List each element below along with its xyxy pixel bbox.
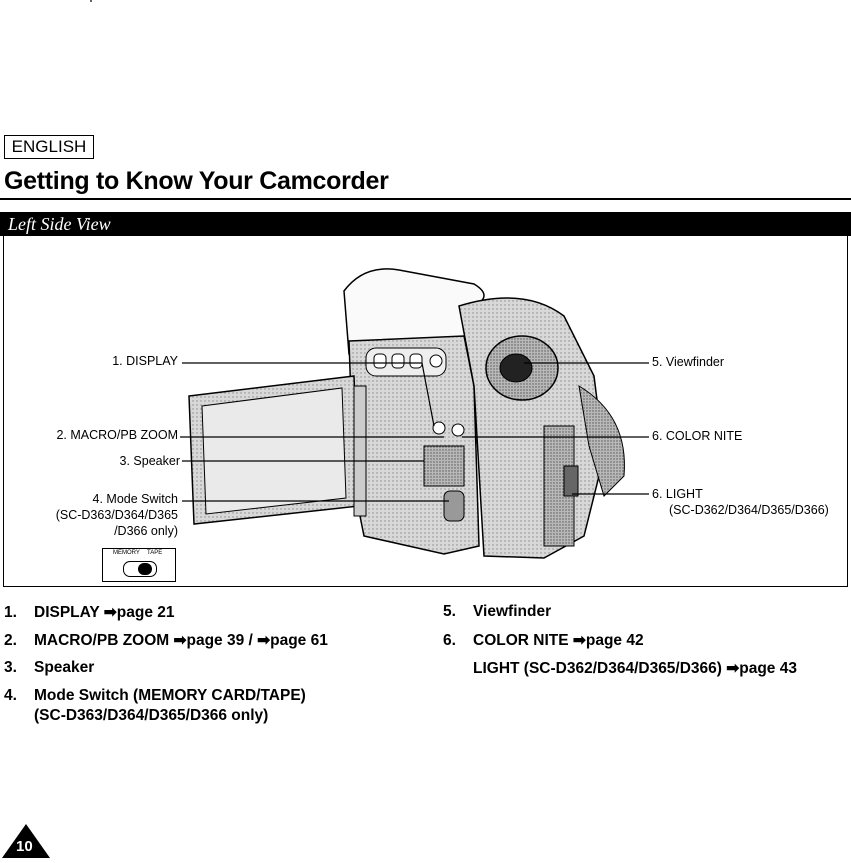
callout-mode-switch: 4. Mode Switch — [92, 492, 178, 506]
list-item: 4.Mode Switch (MEMORY CARD/TAPE) — [4, 687, 306, 704]
callout-viewfinder: 5. Viewfinder — [652, 355, 725, 369]
list-item: 3.Speaker — [4, 659, 95, 676]
callout-light-models: (SC-D362/D364/D365/D366) — [669, 503, 829, 517]
list-item: 6.COLOR NITE ➡page 42 — [443, 632, 644, 649]
list-item: 2.MACRO/PB ZOOM ➡page 39 / ➡page 61 — [4, 632, 328, 649]
page-title: Getting to Know Your Camcorder — [4, 167, 389, 195]
list-item: 1.DISPLAY ➡page 21 — [4, 604, 175, 621]
title-divider — [0, 198, 851, 200]
switch-label-tape: TAPE — [147, 550, 163, 556]
switch-label-memory: MEMORY — [113, 550, 140, 556]
callout-macro-pb-zoom: 2. MACRO/PB ZOOM — [56, 428, 178, 442]
camcorder-illustration — [180, 268, 649, 559]
list-item: (SC-D363/D364/D365/D366 only) — [34, 707, 269, 724]
section-title: Left Side View — [8, 214, 111, 234]
callout-mode-switch-only: /D366 only) — [114, 524, 178, 538]
callout-light: 6. LIGHT — [652, 487, 703, 501]
language-label: ENGLISH — [4, 135, 94, 159]
callout-speaker: 3. Speaker — [119, 454, 180, 468]
camcorder-figure: 1. DISPLAY 2. MACRO/PB ZOOM 3. Speaker 4… — [3, 236, 848, 587]
callout-mode-switch-models: (SC-D363/D364/D365 — [55, 508, 178, 522]
stray-mark — [90, 0, 92, 2]
triangle-icon — [2, 824, 50, 858]
callout-display: 1. DISPLAY — [112, 354, 178, 368]
list-item: LIGHT (SC-D362/D364/D365/D366) ➡page 43 — [473, 660, 797, 677]
section-header: Left Side View — [0, 212, 851, 236]
mode-switch-inset: MEMORY TAPE — [102, 548, 176, 582]
callout-color-nite: 6. COLOR NITE — [652, 429, 743, 443]
list-item: 5.Viewfinder — [443, 603, 552, 620]
page-number-badge: 10 — [2, 824, 50, 863]
switch-graphic — [123, 561, 157, 577]
page-number: 10 — [16, 838, 33, 855]
